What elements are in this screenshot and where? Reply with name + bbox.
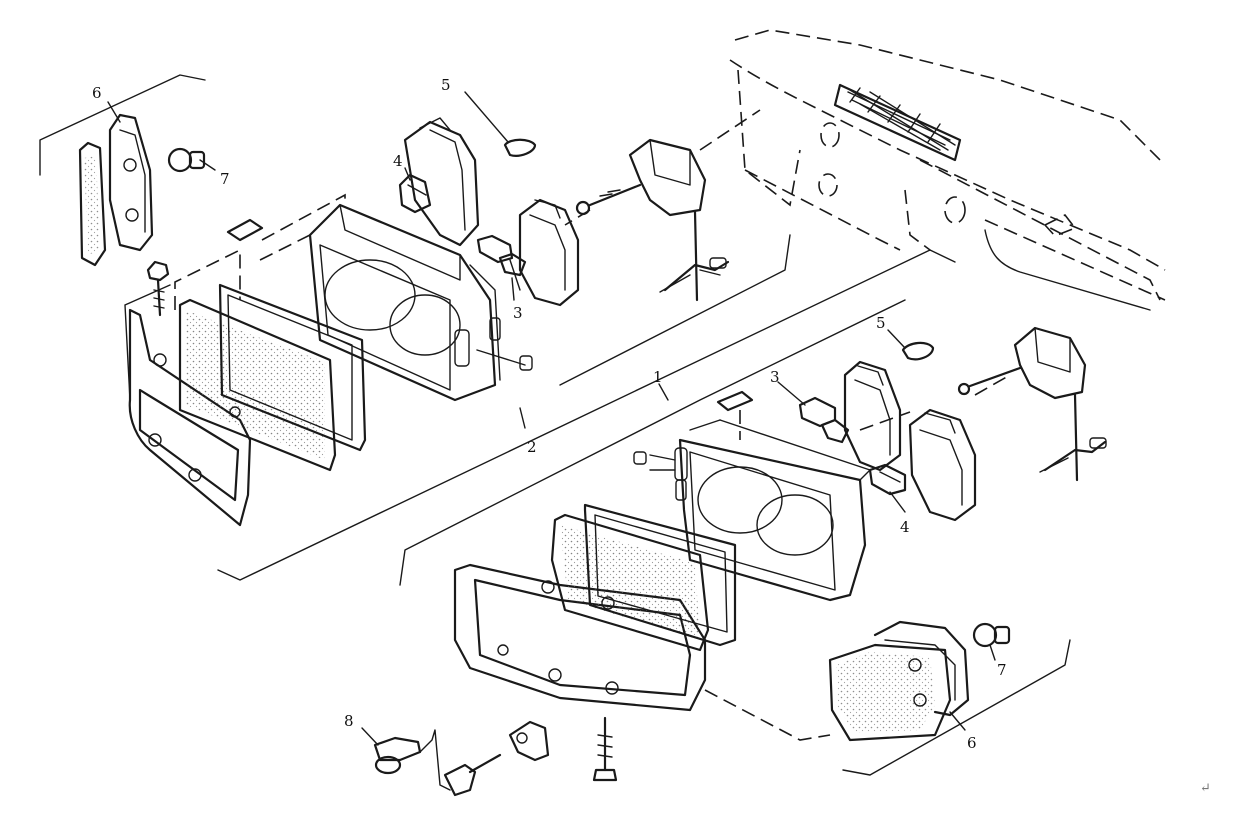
rear-cover-lower-right: [908, 408, 977, 522]
bulb-5-left: [503, 138, 537, 157]
bulb-5-right: [901, 341, 935, 361]
label-6-upper: 6: [92, 84, 102, 102]
return-mark: ↵: [1200, 781, 1211, 796]
side-marker-left: [78, 113, 154, 267]
label-6-lower: 6: [967, 734, 977, 752]
headlamp-lens-left: [178, 298, 337, 472]
label-4-upper: 4: [393, 152, 403, 170]
label-3-upper: 3: [513, 304, 523, 322]
label-2: 2: [527, 438, 537, 456]
label-7-upper: 7: [220, 170, 230, 188]
headlamp-housing-left: [308, 203, 533, 402]
rear-cover-upper-left: [403, 117, 480, 247]
leader-lines: [107, 91, 996, 746]
clip-left: [226, 218, 264, 242]
grille: [833, 83, 962, 162]
leveling-motor-left: [575, 138, 730, 302]
bulb-3-right: [798, 396, 850, 444]
headlamp-gasket-left: [218, 283, 367, 452]
label-4-lower: 4: [900, 518, 910, 536]
leveling-motor-right: [957, 326, 1107, 482]
rear-cover-lower-left: [518, 198, 580, 307]
headlamp-housing-right: [633, 419, 871, 602]
bulb-3-left: [476, 234, 527, 291]
left-headlamp-assembly: [39, 74, 956, 581]
part-labels: 6 7 4 5 3 2 1 3 5 4 7 6 8 ↵: [92, 76, 1211, 796]
bulb-7-right: [972, 622, 1011, 648]
side-marker-right: [828, 620, 970, 742]
group-6-bracket-lower: [842, 639, 1071, 776]
connector-8: [373, 720, 550, 797]
bolt-left: [146, 260, 170, 317]
label-1: 1: [653, 368, 663, 386]
clip-right: [716, 390, 754, 412]
rear-cover-upper-right: [843, 360, 902, 472]
label-3-lower: 3: [770, 368, 780, 386]
group-2-bracket: [217, 249, 956, 581]
bulb-holder-4-right: [868, 463, 907, 496]
group-6-bracket-upper: [39, 74, 206, 176]
headlamp-gasket-right: [583, 503, 737, 647]
right-headlamp-assembly: [373, 299, 1107, 797]
label-5-lower: 5: [876, 314, 886, 332]
headlamp-lens-right: [550, 513, 710, 652]
bulb-7-left: [167, 147, 206, 173]
label-8: 8: [344, 712, 354, 730]
label-5-upper: 5: [441, 76, 451, 94]
group-1-bracket: [399, 299, 906, 586]
vehicle-front-body: [729, 29, 1166, 311]
screw-lower: [592, 716, 618, 782]
label-7-lower: 7: [997, 661, 1007, 679]
